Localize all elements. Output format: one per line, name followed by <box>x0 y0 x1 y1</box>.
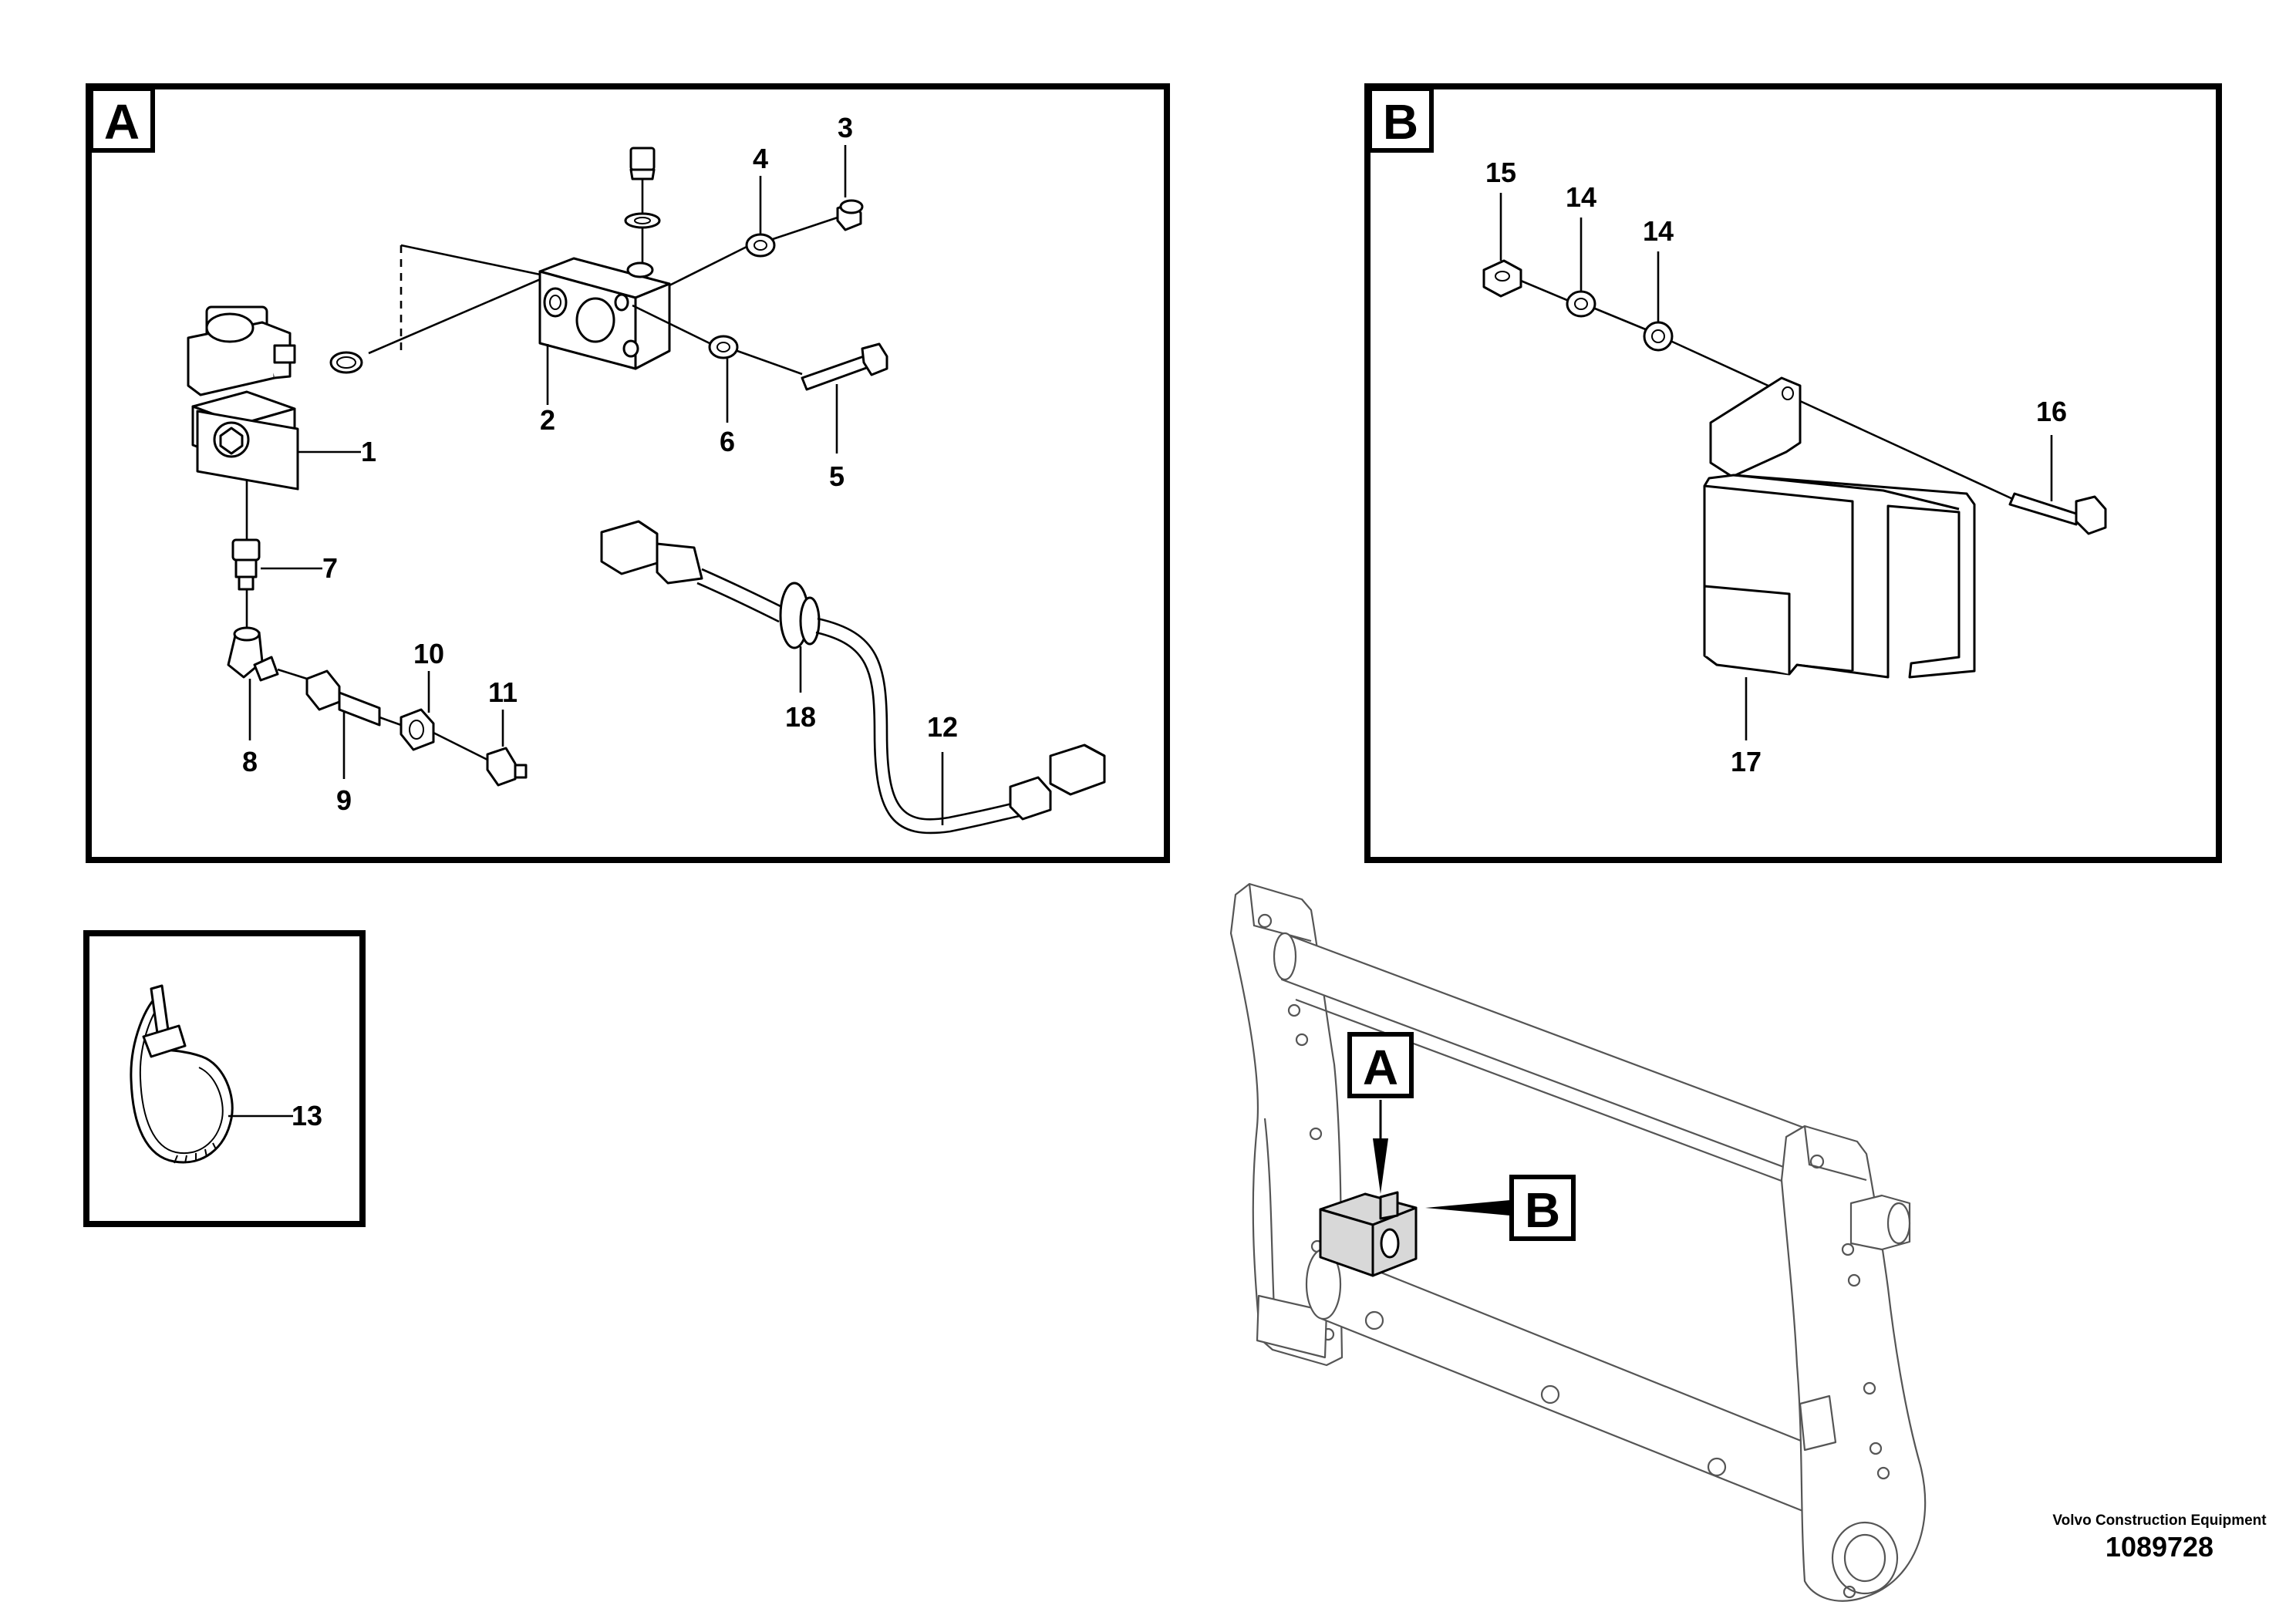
valve-block <box>538 257 671 370</box>
marker-a: A <box>1347 1032 1414 1194</box>
brand-text: Volvo Construction Equipment <box>2052 1512 2267 1529</box>
callout-12: 12 <box>927 711 958 743</box>
sealing-washer <box>624 212 661 229</box>
footer: Volvo Construction Equipment 1089728 <box>2044 1512 2275 1564</box>
view-a-tag: A <box>104 94 140 150</box>
solenoid-valve <box>187 305 299 491</box>
marker-b: B <box>1425 1175 1576 1241</box>
washer-6 <box>708 335 739 359</box>
bolt-5 <box>801 342 888 391</box>
elbow-8 <box>227 626 279 682</box>
callout-18: 18 <box>785 701 816 733</box>
callout-14a: 14 <box>1566 181 1596 213</box>
washer-4 <box>745 233 776 258</box>
callout-6: 6 <box>720 426 735 457</box>
callout-4: 4 <box>753 143 768 174</box>
cover-bracket-17 <box>1703 376 1976 679</box>
washer-14b <box>1643 321 1674 352</box>
cap-11 <box>486 747 517 787</box>
callout-14b: 14 <box>1643 215 1674 247</box>
marker-b-label: B <box>1525 1182 1560 1238</box>
nut-10 <box>400 708 435 751</box>
view-b-panel: B <box>1364 83 2222 863</box>
bolt-16 <box>2008 492 2107 535</box>
adapter-9 <box>305 669 381 727</box>
washer-14a <box>1566 290 1596 318</box>
document-number: 1089728 <box>2105 1531 2214 1563</box>
callout-10: 10 <box>413 638 444 669</box>
attachment-frame-overview <box>1229 882 1927 1602</box>
callout-9: 9 <box>336 784 352 816</box>
callout-13: 13 <box>292 1100 322 1131</box>
mounted-component-highlight <box>1319 1191 1418 1277</box>
callout-3: 3 <box>838 112 853 143</box>
detail-cable-tie-panel <box>83 930 366 1227</box>
marker-a-label: A <box>1363 1040 1398 1095</box>
callout-17: 17 <box>1731 746 1762 777</box>
view-b-tag: B <box>1383 94 1418 150</box>
nut-15 <box>1482 259 1522 298</box>
callout-11: 11 <box>488 676 518 708</box>
callout-5: 5 <box>829 460 845 492</box>
callout-2: 2 <box>540 404 555 436</box>
plug <box>629 147 656 171</box>
callout-16: 16 <box>2036 396 2067 427</box>
view-a-panel: A <box>86 83 1170 863</box>
callout-7: 7 <box>322 552 338 584</box>
callout-8: 8 <box>242 746 258 777</box>
cable-harness-12 <box>600 520 1106 835</box>
callout-1: 1 <box>361 436 376 467</box>
callout-15: 15 <box>1485 157 1516 188</box>
fitting-7 <box>231 538 261 591</box>
o-ring <box>329 351 363 374</box>
